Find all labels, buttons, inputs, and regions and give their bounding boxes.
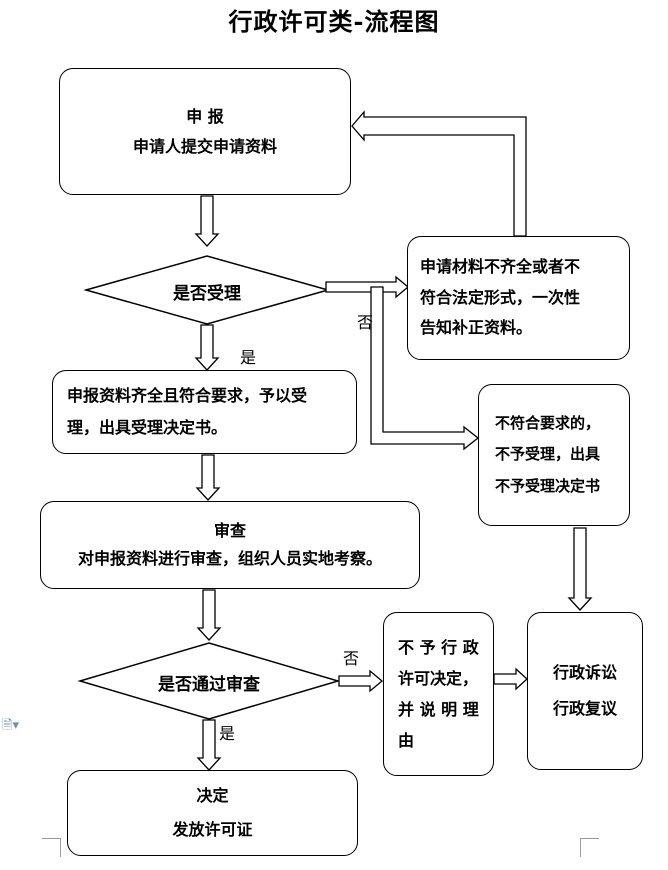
apply-box: 申 报 申请人提交申请资料 [59, 68, 351, 195]
review-box: 审查 对申报资料进行审查，组织人员实地考察。 [40, 501, 420, 589]
incomplete-line2: 符合法定形式，一次性 [420, 287, 581, 307]
incomplete-box: 申请材料不齐全或者不 符合法定形式，一次性 告知补正资料。 [407, 236, 630, 360]
page-corner-left [42, 838, 61, 857]
deny-box: 不 予 行 政 许可决定， 并 说 明 理 由 [383, 612, 494, 776]
review-desc: 对申报资料进行审查，组织人员实地考察。 [77, 549, 382, 568]
not-accepted-line1: 不符合要求的， [495, 413, 601, 432]
deny-line2: 许可决定， [398, 668, 479, 688]
not-accepted-line2: 不予受理，出具 [495, 445, 601, 464]
page-title: 行政许可类-流程图 [228, 7, 440, 36]
accepted-line1: 申报资料齐全且符合要求，予以受 [67, 386, 308, 405]
accepted-box: 申报资料齐全且符合要求，予以受 理，出具受理决定书。 [52, 370, 357, 454]
yes-label-accept: 是 [240, 348, 257, 367]
deny-line4: 由 [398, 731, 415, 751]
arrow-pass-to-decision [196, 719, 222, 771]
arrow-pass-to-deny [338, 669, 384, 693]
decision-title: 决定 [196, 786, 229, 805]
pass-decision-label: 是否通过审查 [158, 675, 260, 695]
appeal-box: 行政诉讼 行政复议 [527, 612, 643, 770]
page-corner-right [580, 838, 599, 857]
appeal-line1: 行政诉讼 [552, 663, 617, 682]
document-icon[interactable]: 🗎▾ [2, 718, 19, 733]
arrow-notaccepted-to-appeal [567, 527, 593, 611]
no-label-accept: 否 [357, 313, 374, 332]
incomplete-line3: 告知补正资料。 [420, 318, 533, 338]
no-label-pass: 否 [343, 649, 360, 668]
accept-decision-label: 是否受理 [173, 284, 241, 304]
arrow-review-to-pass [196, 589, 222, 641]
decision-box: 决定 发放许可证 [67, 770, 358, 856]
apply-title: 申 报 [186, 106, 224, 126]
arrow-accept-to-notaccepted [370, 286, 480, 451]
arrow-accepted-to-review [195, 454, 221, 501]
not-accepted-box: 不符合要求的， 不予受理，出具 不予受理决定书 [478, 384, 630, 526]
arrow-apply-to-accept [194, 195, 220, 247]
decision-desc: 发放许可证 [172, 820, 253, 839]
arrow-incomplete-to-apply [351, 110, 527, 237]
deny-line1: 不 予 行 政 [398, 637, 479, 657]
arrow-accept-to-accepted [194, 324, 220, 371]
not-accepted-line3: 不予受理决定书 [495, 476, 601, 495]
appeal-line2: 行政复议 [552, 699, 617, 718]
pass-decision-diamond [77, 642, 341, 720]
deny-line3: 并 说 明 理 [398, 700, 479, 719]
review-title: 审查 [213, 521, 246, 540]
apply-desc: 申请人提交申请资料 [132, 136, 277, 156]
arrow-deny-to-appeal [493, 667, 528, 691]
arrow-accept-to-incomplete [325, 275, 410, 299]
accepted-line2: 理，出具受理决定书。 [67, 418, 228, 437]
incomplete-line1: 申请材料不齐全或者不 [420, 257, 581, 277]
yes-label-pass: 是 [219, 724, 236, 743]
